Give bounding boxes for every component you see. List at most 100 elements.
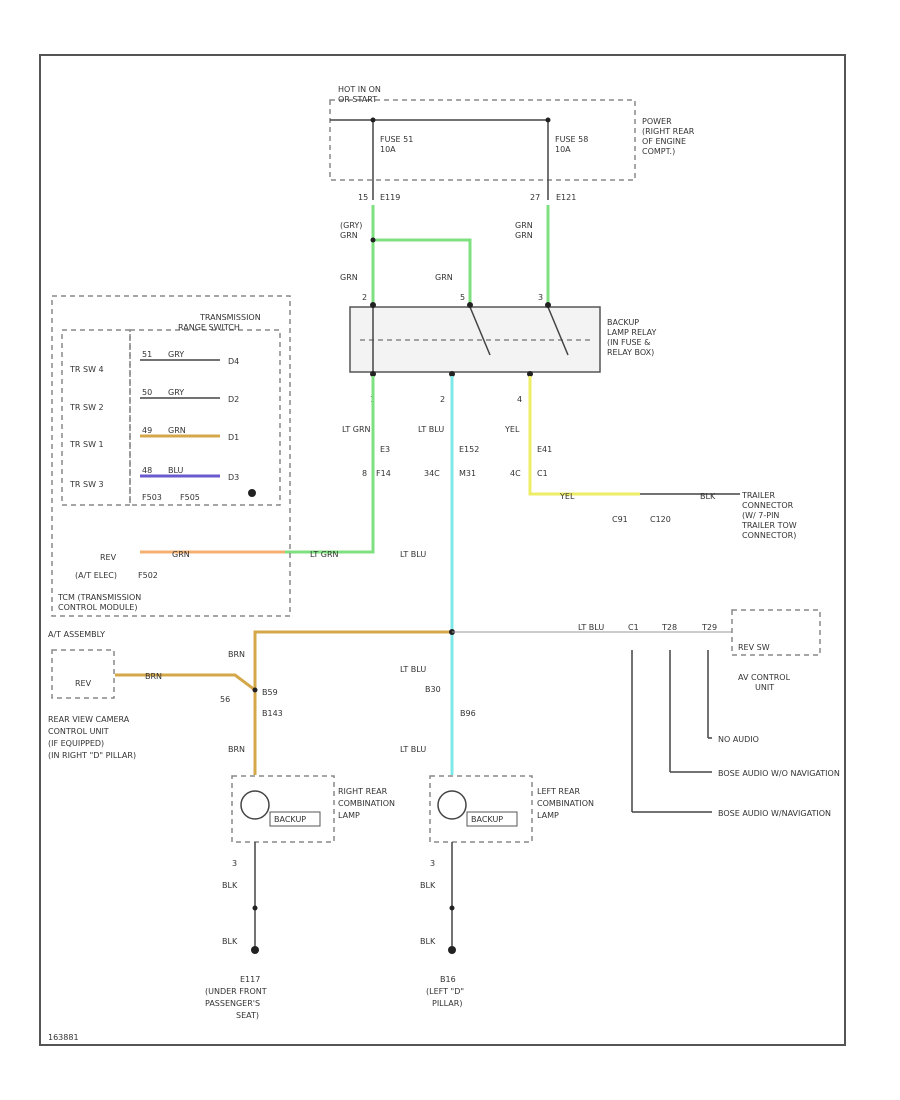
left-lamp-label-2: LAMP	[537, 811, 559, 820]
conn-e3: E3	[380, 445, 390, 454]
bose-nav-label: BOSE AUDIO W/NAVIGATION	[718, 809, 831, 818]
fuse-51-pin: 15	[358, 193, 368, 202]
right-lamp-label-2: LAMP	[338, 811, 360, 820]
right-ground-splice	[252, 905, 258, 911]
right-backup-tag	[269, 811, 321, 827]
trailer-label-4: CONNECTOR)	[742, 531, 796, 540]
relay-switch-right	[547, 306, 569, 356]
tcm-footer-2: CONTROL MODULE)	[58, 603, 137, 612]
left-lamp-label-1: COMBINATION	[537, 799, 594, 808]
pin-3-right: 3	[430, 859, 435, 868]
tr-wire-1: GRY	[168, 388, 184, 397]
lt-grn-label-2: LT GRN	[310, 550, 339, 559]
camera-label-3: (IN RIGHT "D" PILLAR)	[48, 751, 136, 760]
tr-pin-right-3: D3	[228, 473, 239, 482]
wire-grn-mid: GRN	[435, 273, 453, 282]
conn-c120: C120	[650, 515, 671, 524]
tr-pin-right-0: D4	[228, 357, 239, 366]
tr-switch-box	[61, 329, 131, 506]
camera-label-0: REAR VIEW CAMERA	[48, 715, 130, 724]
trailer-label-0: TRAILER	[741, 491, 775, 500]
power-junction-left	[370, 117, 376, 123]
tcm-footer-1: TCM (TRANSMISSION	[57, 593, 141, 602]
right-lamp-label-0: RIGHT REAR	[338, 787, 388, 796]
brn-label-1: BRN	[145, 672, 162, 681]
conn-b59: B59	[262, 688, 278, 697]
yel-label-1: YEL	[504, 425, 520, 434]
blk-label-1: BLK	[222, 881, 238, 890]
tr-pin-left-2: 49	[142, 426, 152, 435]
fuse-58-label: FUSE 58	[555, 135, 588, 144]
power-header-2: OR START	[338, 95, 377, 104]
power-junction-right	[545, 117, 551, 123]
relay-pin-bot-left	[370, 371, 376, 377]
brown-wire-main	[253, 630, 452, 690]
relay-pin-top-mid-label: 5	[460, 293, 465, 302]
power-box-label-0: POWER	[642, 117, 672, 126]
tr-pin-left-1: 50	[142, 388, 152, 397]
right-lamp-label-1: COMBINATION	[338, 799, 395, 808]
fuse-51-rating: 10A	[380, 145, 396, 154]
tr-pin-left-3: 48	[142, 466, 152, 475]
right-lamp-box	[231, 775, 335, 843]
camera-label-1: CONTROL UNIT	[48, 727, 109, 736]
no-audio-label: NO AUDIO	[718, 735, 759, 744]
relay-pin-top-left-label: 2	[362, 293, 367, 302]
relay-pin-bot-mid	[449, 371, 455, 377]
tcm-box	[51, 295, 291, 617]
power-box	[329, 99, 636, 181]
right-ground-icon	[251, 946, 259, 954]
relay-label-0: BACKUP	[607, 318, 639, 327]
tr-ground-dot	[248, 489, 256, 497]
conn-b30: B30	[425, 685, 441, 694]
tr-sw-row-3: TR SW 3	[69, 480, 104, 489]
fuse-51-conn: E119	[380, 193, 400, 202]
trailer-label-2: (W/ 7-PIN	[742, 511, 779, 520]
green-feed-mid	[373, 238, 472, 305]
wire-label-top: (GRY)	[340, 221, 362, 230]
bose-nonav-label: BOSE AUDIO W/O NAVIGATION	[718, 769, 840, 778]
pin-c: 34C	[424, 469, 440, 478]
relay-label-1: LAMP RELAY	[607, 328, 656, 337]
av-wire-label-1: C1	[628, 623, 639, 632]
fuse-51-label: FUSE 51	[380, 135, 413, 144]
av-wire-label-2: T28	[661, 623, 677, 632]
relay-pin-top-left	[370, 302, 376, 308]
left-ground-icon	[448, 946, 456, 954]
tcm-rev-label: REV	[100, 553, 117, 562]
tr-range-box	[129, 329, 281, 506]
relay-pin-bot-mid-label: 2	[440, 395, 445, 404]
relay-label-2: (IN FUSE &	[607, 338, 650, 347]
tcm-fuse-f505: F505	[180, 493, 200, 502]
wire-grn-left-2: GRN	[340, 273, 358, 282]
av-wire-label-3: T29	[701, 623, 717, 632]
pin-3-left: 3	[232, 859, 237, 868]
av-wire-label-0: LT BLU	[578, 623, 604, 632]
power-box-label-1: (RIGHT REAR	[642, 127, 695, 136]
brown-wire-camera	[115, 673, 257, 775]
relay-pin-top-mid	[467, 302, 473, 308]
tcm-rev-wire-label: GRN	[172, 550, 190, 559]
tcm-title-1: TRANSMISSION	[199, 313, 261, 322]
power-header-1: HOT IN ON	[338, 85, 381, 94]
trailer-label-3: TRAILER TOW	[741, 521, 797, 530]
trailer-wire-label: BLK	[700, 492, 716, 501]
relay-label-3: RELAY BOX)	[607, 348, 654, 357]
pin-e: 4C	[510, 469, 521, 478]
relay-pin-bot-right-label: 4	[517, 395, 522, 404]
tr-pin-left-0: 51	[142, 350, 152, 359]
tcm-rev-sub: (A/T ELEC)	[75, 571, 117, 580]
relay-pin-top-right	[545, 302, 551, 308]
lt-blu-label-4: LT BLU	[400, 745, 426, 754]
tcm-rev-pin: F502	[138, 571, 158, 580]
tr-wire-3: BLU	[168, 466, 184, 475]
conn-b96: B96	[460, 709, 476, 718]
brn-label-2: BRN	[228, 650, 245, 659]
brn-label-3: BRN	[228, 745, 245, 754]
diagram-frame	[39, 54, 846, 1046]
brown-splice	[252, 687, 258, 693]
rev-left-label: REV	[75, 679, 92, 688]
left-backup-tag	[466, 811, 518, 827]
tr-sw-row-1: TR SW 2	[69, 403, 104, 412]
right-backup-label: BACKUP	[274, 815, 306, 824]
